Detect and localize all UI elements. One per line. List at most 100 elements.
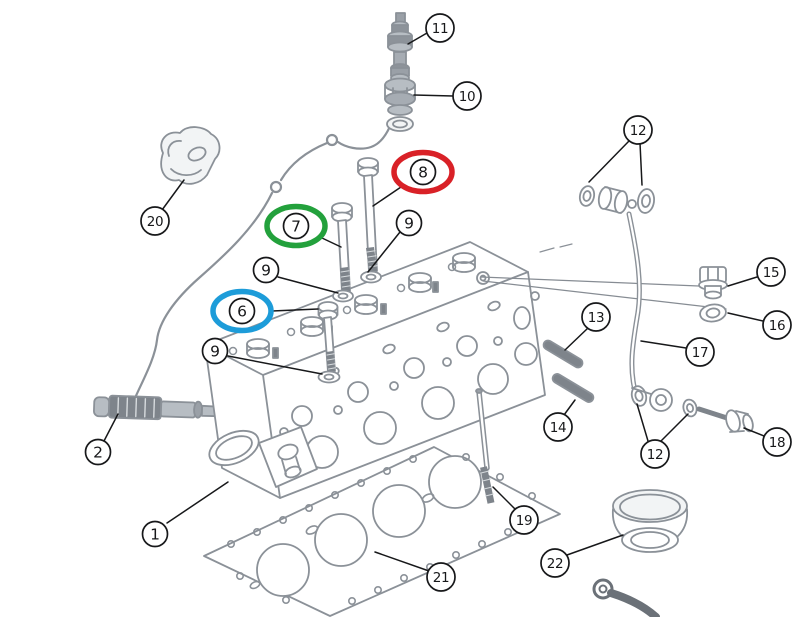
head-ports: [279, 300, 509, 469]
callout-12[interactable]: 12: [640, 439, 670, 469]
leader-line-22: [566, 534, 624, 556]
callout-circle-12: [640, 439, 670, 469]
callout-22[interactable]: 22: [540, 548, 570, 578]
callout-15[interactable]: 15: [756, 257, 786, 287]
callout-label-12: 12: [647, 447, 663, 463]
plug-bolt-drawing: [698, 266, 728, 300]
callout-label-1: 1: [150, 526, 160, 544]
highlight-oval-7: [264, 203, 328, 249]
callout-circle-19: [509, 505, 539, 535]
callout-label-13: 13: [588, 310, 604, 326]
leader-line-9: [277, 276, 339, 294]
pipe-to-plug-lines: [480, 276, 727, 310]
callout-label-21: 21: [433, 570, 449, 586]
terminal-strap-drawing: [592, 578, 660, 617]
leader-line-11: [407, 32, 428, 45]
callout-7[interactable]: 7: [282, 212, 310, 240]
callout-label-15: 15: [763, 265, 779, 281]
sealing-washer-drawing: [699, 303, 727, 323]
leader-line-13: [564, 327, 589, 351]
highlight-oval-6: [210, 288, 274, 334]
callout-circle-17: [685, 337, 715, 367]
heater-plug-drawing: [384, 12, 416, 132]
callout-circle-8: [409, 158, 437, 186]
callout-21[interactable]: 21: [426, 562, 456, 592]
callout-label-16: 16: [769, 318, 785, 334]
leader-line-9: [227, 355, 323, 375]
callout-label-7: 7: [291, 218, 301, 236]
leader-line-9: [367, 231, 401, 273]
callout-6[interactable]: 6: [228, 297, 256, 325]
callout-label-9: 9: [210, 343, 220, 361]
head-bolts-drawing: [317, 157, 382, 384]
callout-circle-1: [141, 520, 169, 548]
callout-18[interactable]: 18: [762, 427, 792, 457]
callout-12[interactable]: 12: [623, 115, 653, 145]
callout-label-17: 17: [692, 345, 708, 361]
callout-circle-2: [84, 438, 112, 466]
callout-10[interactable]: 10: [452, 81, 482, 111]
callout-label-9: 9: [404, 215, 414, 233]
callout-circle-9: [201, 337, 229, 365]
leader-line-8: [372, 186, 402, 207]
leader-line-18: [743, 427, 765, 437]
leader-line-12: [639, 142, 643, 186]
callout-9[interactable]: 9: [395, 209, 423, 237]
callout-1[interactable]: 1: [141, 520, 169, 548]
callout-19[interactable]: 19: [509, 505, 539, 535]
sealing-cap-drawing: [611, 489, 689, 553]
callout-circle-14: [543, 412, 573, 442]
leader-line-16: [727, 312, 764, 322]
leader-line-2: [103, 413, 119, 442]
dowel-pin-14-drawing: [551, 373, 595, 403]
leader-line-7: [321, 237, 342, 248]
callout-2[interactable]: 2: [84, 438, 112, 466]
leader-line-14: [563, 399, 576, 416]
callout-circle-10: [452, 81, 482, 111]
leader-line-6: [271, 308, 319, 312]
callout-circle-6: [228, 297, 256, 325]
callout-circle-22: [540, 548, 570, 578]
leader-lines: [103, 32, 765, 572]
callout-9[interactable]: 9: [252, 256, 280, 284]
callout-circle-18: [762, 427, 792, 457]
stud-drawing: [475, 388, 495, 504]
cap-part-drawing: [160, 126, 221, 185]
leak-off-pipe-drawing: [578, 185, 754, 433]
highlight-oval-8: [391, 149, 455, 195]
callout-circle-21: [426, 562, 456, 592]
leader-line-12: [660, 413, 689, 442]
callout-circle-16: [762, 310, 792, 340]
callout-13[interactable]: 13: [581, 302, 611, 332]
callout-17[interactable]: 17: [685, 337, 715, 367]
callout-label-14: 14: [550, 420, 566, 436]
callout-8[interactable]: 8: [409, 158, 437, 186]
callout-circle-11: [425, 13, 455, 43]
callout-16[interactable]: 16: [762, 310, 792, 340]
leader-line-19: [492, 486, 516, 510]
callout-label-6: 6: [237, 303, 247, 321]
leader-line-12: [636, 403, 649, 442]
head-gasket-drawing: [203, 446, 561, 617]
dowel-pin-13-drawing: [542, 339, 584, 369]
callout-circle-20: [140, 206, 170, 236]
callout-20[interactable]: 20: [140, 206, 170, 236]
leader-line-21: [374, 551, 430, 572]
callout-circle-12: [623, 115, 653, 145]
callout-9[interactable]: 9: [201, 337, 229, 365]
leader-line-10: [413, 94, 454, 97]
callout-label-10: 10: [459, 89, 475, 105]
leader-line-12: [588, 140, 630, 183]
leader-line-15: [727, 276, 758, 287]
callout-label-9: 9: [261, 262, 271, 280]
callout-label-2: 2: [93, 444, 103, 462]
leader-line-17: [640, 340, 687, 349]
callout-label-8: 8: [418, 164, 428, 182]
callout-14[interactable]: 14: [543, 412, 573, 442]
callout-label-19: 19: [516, 513, 532, 529]
callout-11[interactable]: 11: [425, 13, 455, 43]
callout-label-22: 22: [547, 556, 563, 572]
callout-label-18: 18: [769, 435, 785, 451]
callout-circle-9: [395, 209, 423, 237]
